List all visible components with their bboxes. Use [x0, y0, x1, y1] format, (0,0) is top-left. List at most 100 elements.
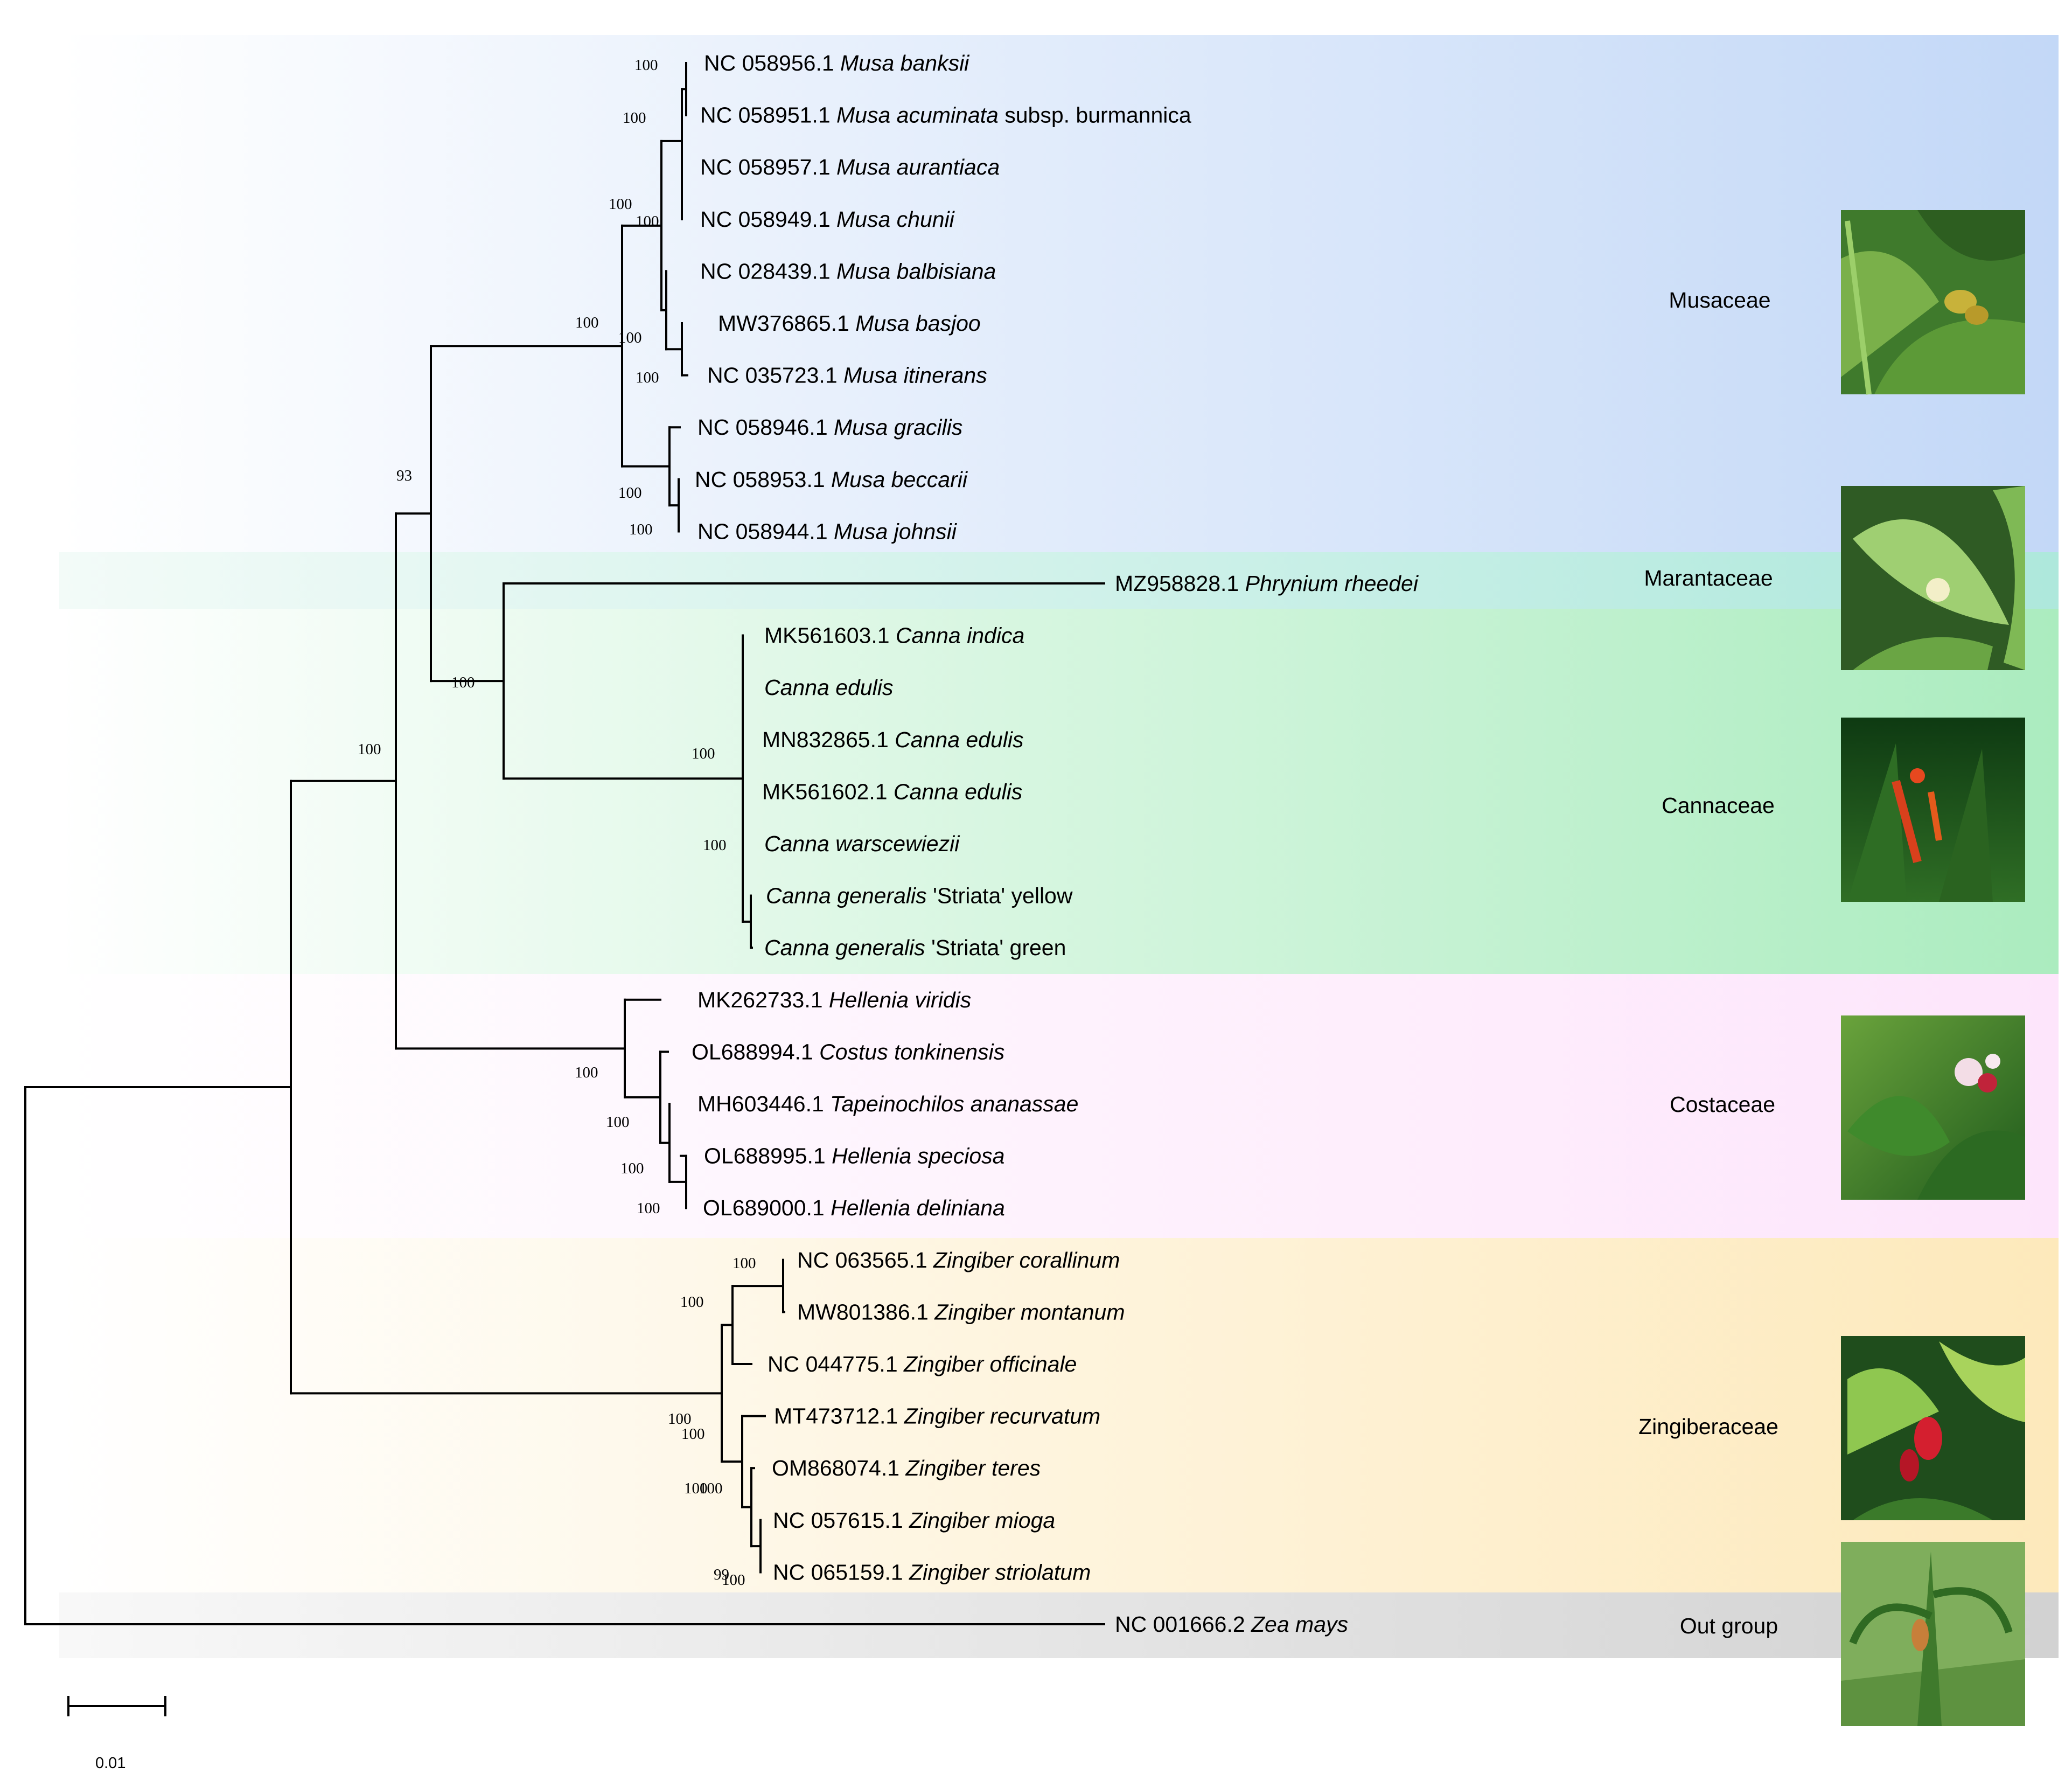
tip-accession: NC 044775.1	[768, 1352, 904, 1376]
support-value: 100	[451, 674, 475, 691]
tip-accession: MN832865.1	[762, 727, 895, 752]
support-value: 100	[606, 1114, 630, 1131]
tip-label: MK262733.1 Hellenia viridis	[697, 987, 971, 1012]
support-value: 100	[732, 1255, 756, 1272]
tip-species: Canna generalis	[764, 935, 925, 960]
tip-accession: MK561603.1	[764, 623, 896, 648]
support-value: 100	[681, 1425, 705, 1443]
support-value: 100	[699, 1480, 723, 1497]
tip-species: Zingiber recurvatum	[904, 1404, 1101, 1429]
tip-label: MH603446.1 Tapeinochilos ananassae	[697, 1091, 1078, 1116]
tip-species: Costus tonkinensis	[819, 1039, 1004, 1064]
tip-species: Zingiber teres	[905, 1456, 1041, 1480]
tip-accession: NC 065159.1	[773, 1560, 909, 1584]
tip-species: Musa banksii	[840, 51, 970, 75]
support-value: 100	[722, 1571, 745, 1589]
tip-species: Zingiber corallinum	[933, 1248, 1120, 1272]
tip-label: OL688995.1 Hellenia speciosa	[704, 1144, 1004, 1168]
tip-species: Canna generalis	[766, 883, 927, 908]
tip-accession: MW801386.1	[797, 1299, 934, 1324]
tip-accession: NC 058953.1	[695, 467, 831, 492]
tip-suffix: subsp. burmannica	[999, 103, 1191, 128]
support-value: 100	[618, 329, 642, 346]
tip-label: Canna generalis 'Striata' green	[764, 935, 1066, 960]
zea-photo	[1841, 1542, 2025, 1726]
tip-species: Musa balbisiana	[836, 259, 996, 283]
tip-accession: OL688994.1	[692, 1039, 819, 1064]
tip-label: NC 065159.1 Zingiber striolatum	[773, 1560, 1091, 1584]
support-value: 100	[703, 837, 727, 854]
band-costaceae	[59, 974, 2059, 1238]
band-marantaceae	[59, 552, 2059, 609]
tip-accession: MH603446.1	[697, 1091, 830, 1116]
tip-label: NC 001666.2 Zea mays	[1115, 1612, 1348, 1637]
tip-species: Hellenia viridis	[829, 987, 971, 1012]
tip-species: Musa acuminata	[836, 103, 999, 128]
tip-label: Canna edulis	[764, 675, 893, 700]
support-value: 100	[575, 314, 599, 331]
tip-species: Canna edulis	[894, 779, 1022, 804]
tip-accession: NC 057615.1	[773, 1508, 909, 1533]
family-label-outgroup: Out group	[1680, 1613, 1778, 1638]
band-zingiberaceae	[59, 1238, 2059, 1592]
tip-accession: MK262733.1	[697, 987, 829, 1012]
tip-label: OL688994.1 Costus tonkinensis	[692, 1039, 1004, 1064]
tip-label: Canna generalis 'Striata' yellow	[766, 883, 1073, 908]
tip-species: Zingiber officinale	[903, 1352, 1077, 1376]
support-value: 93	[396, 467, 412, 484]
tip-suffix: 'Striata' yellow	[927, 883, 1073, 908]
tip-label: NC 058949.1 Musa chunii	[700, 207, 955, 232]
tip-accession: MW376865.1	[718, 311, 855, 336]
tip-label: MW376865.1 Musa basjoo	[718, 311, 981, 336]
tip-accession: MT473712.1	[774, 1404, 904, 1429]
tip-species: Tapeinochilos ananassae	[830, 1091, 1078, 1116]
tip-label: MT473712.1 Zingiber recurvatum	[774, 1404, 1100, 1429]
tip-species: Canna warscewiezii	[764, 831, 960, 856]
tip-accession: OL689000.1	[703, 1195, 831, 1220]
tip-species: Zingiber mioga	[909, 1508, 1055, 1533]
tip-accession: NC 001666.2	[1115, 1612, 1251, 1637]
tip-species: Canna indica	[896, 623, 1024, 648]
tip-label: MK561602.1 Canna edulis	[762, 779, 1022, 804]
tip-label: MW801386.1 Zingiber montanum	[797, 1299, 1125, 1324]
tip-species: Musa chunii	[836, 207, 955, 232]
zingiber-photo	[1841, 1336, 2025, 1520]
family-label-marantaceae: Marantaceae	[1644, 566, 1773, 590]
tip-species: Musa basjoo	[855, 311, 980, 336]
support-value: 100	[684, 1480, 708, 1497]
tip-label: MK561603.1 Canna indica	[764, 623, 1024, 648]
support-value: 100	[636, 213, 659, 230]
musa-photo	[1841, 210, 2025, 395]
tip-accession: NC 058946.1	[697, 415, 834, 440]
tip-accession: NC 058944.1	[697, 519, 834, 544]
tip-accession: MZ958828.1	[1115, 571, 1245, 596]
support-value: 100	[609, 196, 632, 213]
support-value: 100	[636, 369, 659, 386]
family-bands	[59, 35, 2059, 1658]
tip-label: MZ958828.1 Phrynium rheedei	[1115, 571, 1419, 596]
tip-species: Canna edulis	[764, 675, 893, 700]
tip-label: NC 058944.1 Musa johnsii	[697, 519, 958, 544]
tip-species: Hellenia speciosa	[832, 1144, 1004, 1168]
family-photos	[1841, 210, 2025, 1726]
tip-accession: NC 058957.1	[700, 155, 836, 179]
family-label-cannaceae: Cannaceae	[1662, 793, 1775, 818]
tip-label: OM868074.1 Zingiber teres	[772, 1456, 1041, 1480]
tip-accession: MK561602.1	[762, 779, 894, 804]
tip-accession: OL688995.1	[704, 1144, 832, 1168]
tip-accession: NC 028439.1	[700, 259, 836, 283]
support-value: 100	[634, 57, 658, 74]
family-label-zingiberaceae: Zingiberaceae	[1638, 1414, 1778, 1439]
tip-label: NC 058953.1 Musa beccarii	[695, 467, 968, 492]
tip-label: OL689000.1 Hellenia deliniana	[703, 1195, 1005, 1220]
tip-label: NC 063565.1 Zingiber corallinum	[797, 1248, 1120, 1272]
support-value: 100	[620, 1160, 644, 1177]
support-value: 100	[575, 1064, 598, 1081]
support-value: 100	[680, 1293, 704, 1311]
tip-suffix: 'Striata' green	[925, 935, 1066, 960]
tip-label: NC 044775.1 Zingiber officinale	[768, 1352, 1077, 1376]
tip-label: NC 057615.1 Zingiber mioga	[773, 1508, 1055, 1533]
